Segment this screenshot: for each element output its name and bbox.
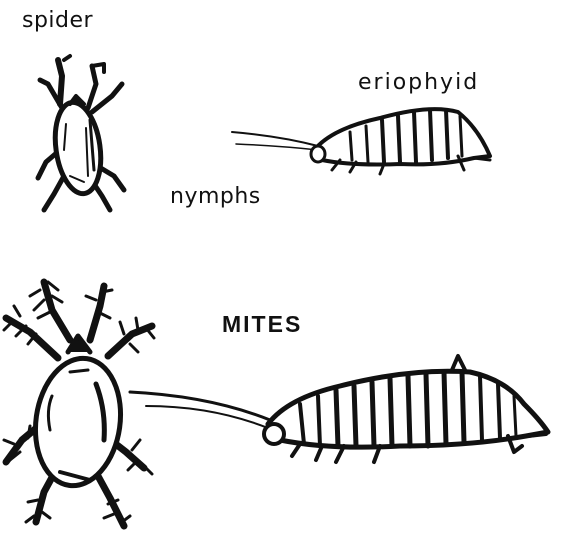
spider-mite-adult xyxy=(4,282,154,526)
eriophyid-label: eriophyid xyxy=(358,70,479,95)
spider-label: spider xyxy=(22,8,93,33)
spider-mite-nymph xyxy=(38,56,124,210)
mites-title: MITES xyxy=(222,311,302,338)
eriophyid-mite-adult xyxy=(130,356,548,462)
nymphs-label: nymphs xyxy=(170,184,261,209)
eriophyid-mite-nymph xyxy=(232,109,490,174)
